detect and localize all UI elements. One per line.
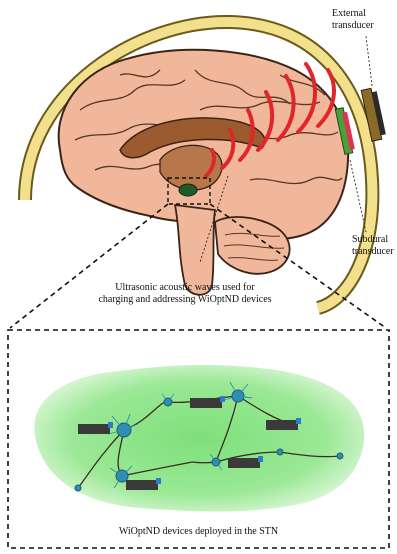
- zoom-line-left: [10, 204, 168, 328]
- subdural-transducer-label: Subdural transducer: [352, 234, 394, 258]
- external-transducer-leader: [366, 36, 372, 86]
- ultrasonic-caption: Ultrasonic acoustic waves used for charg…: [70, 282, 300, 306]
- external-transducer-label-line2: transducer: [332, 20, 374, 32]
- subdural-transducer-label-line1: Subdural: [352, 234, 394, 246]
- subdural-transducer-leader: [350, 160, 366, 232]
- neuron: [75, 485, 81, 491]
- external-transducer-label: External transducer: [332, 8, 374, 32]
- neuron: [337, 453, 343, 459]
- stn-region: [34, 365, 364, 511]
- ultrasonic-caption-line2: charging and addressing WiOptND devices: [70, 294, 300, 306]
- stn-caption: WiOptND devices deployed in the STN: [40, 526, 357, 538]
- ultrasonic-caption-line1: Ultrasonic acoustic waves used for: [70, 282, 300, 294]
- stn-nucleus: [179, 184, 197, 196]
- subdural-transducer-label-line2: transducer: [352, 246, 394, 258]
- neuron: [277, 449, 283, 455]
- external-transducer-label-line1: External: [332, 8, 374, 20]
